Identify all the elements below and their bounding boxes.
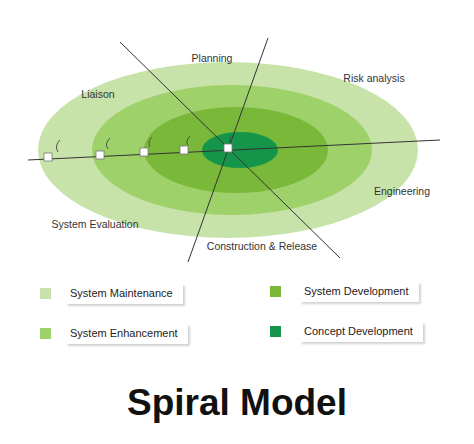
sector-label: Planning <box>192 52 233 65</box>
axis-line <box>28 140 440 160</box>
legend-swatch <box>270 286 281 297</box>
milestone-boxes <box>44 144 232 161</box>
diagram-title: Spiral Model <box>127 383 347 424</box>
legend-swatch <box>40 328 51 339</box>
axis-line <box>120 42 340 258</box>
legend-text: System Development <box>300 282 419 302</box>
sector-label: Construction & Release <box>207 240 317 253</box>
axis-line <box>188 38 268 262</box>
second-ring <box>92 85 372 215</box>
legend-swatch <box>40 288 51 299</box>
outer-ring <box>38 62 418 238</box>
legend-text: System Enhancement <box>66 324 188 344</box>
sector-label: System Evaluation <box>52 218 139 231</box>
spiral-arrows <box>56 135 232 152</box>
legend-text: Concept Development <box>300 322 423 342</box>
sector-label: Liaison <box>81 88 114 101</box>
sector-label: Risk analysis <box>343 72 404 85</box>
legend-text: System Maintenance <box>66 284 183 304</box>
sector-label: Engineering <box>374 185 430 198</box>
legend-swatch <box>270 326 281 337</box>
